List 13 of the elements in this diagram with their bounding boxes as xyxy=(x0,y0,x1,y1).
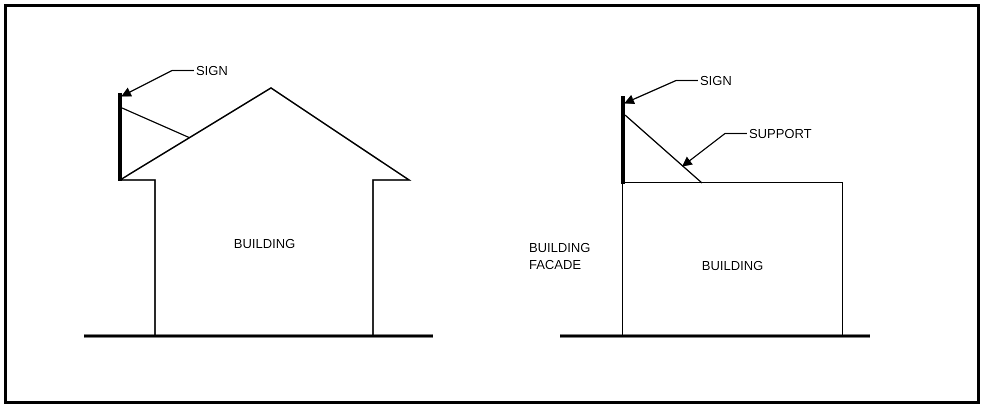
building-label: BUILDING xyxy=(232,236,296,251)
building-outline xyxy=(622,182,843,337)
sign-post xyxy=(621,96,625,184)
callout-label: SUPPORT xyxy=(749,126,812,141)
brace-line xyxy=(122,107,190,138)
leader-line xyxy=(682,132,747,167)
callout-label: SIGN xyxy=(196,63,228,78)
callout-label: SIGN xyxy=(700,73,732,88)
leader-line xyxy=(624,80,698,104)
sign-post xyxy=(118,93,122,181)
facade-label: BUILDING FACADE xyxy=(529,239,592,273)
building-label: BUILDING xyxy=(700,258,764,273)
leader-line xyxy=(121,70,194,97)
